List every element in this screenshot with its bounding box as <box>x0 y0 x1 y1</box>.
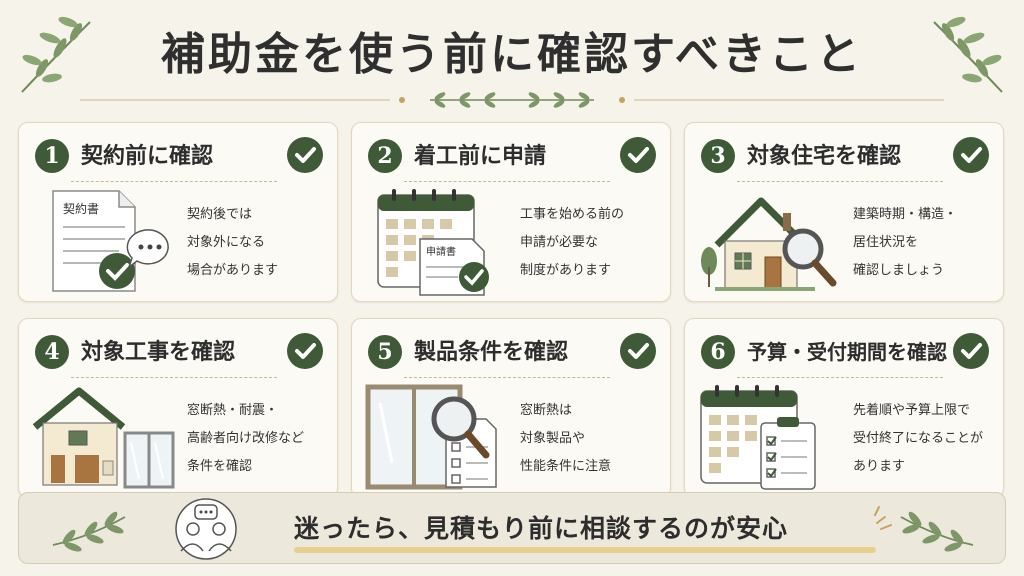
description-line: 受付終了になることが <box>853 431 984 446</box>
card-header: 3 対象住宅を確認 <box>701 137 989 175</box>
card-header: 4 対象工事を確認 <box>35 333 323 371</box>
card-number-badge: 3 <box>701 139 735 173</box>
description-line: 制度があります <box>520 263 612 278</box>
document-label: 契約書 <box>63 201 99 216</box>
sparkle-lines-icon <box>874 506 892 530</box>
card-title: 製品条件を確認 <box>414 339 569 365</box>
card-application: 2 着工前に申請 申請書 工事を始める前の 申請が必要な 制度があります <box>351 122 671 302</box>
card-number-badge: 4 <box>35 335 69 369</box>
leaf-sprig-right-icon <box>900 511 974 552</box>
leaf-sprig-left-icon <box>52 511 126 552</box>
card-target-work: 4 対象工事を確認 窓断熱・耐震・ 高齢者向け改修など 条件を確認 <box>18 318 338 498</box>
leaf-branch-right-icon <box>933 16 1003 93</box>
card-budget-period: 6 予算・受付期間を確認 先着順や予算上限で 受付終了になることが あります <box>684 318 1004 498</box>
description-line: 窓断熱は <box>520 403 573 418</box>
banner-message: 迷ったら、見積もり前に相談するのが安心 <box>294 514 789 543</box>
card-header: 1 契約前に確認 <box>35 137 323 175</box>
description-line: 確認しましょう <box>853 263 945 278</box>
card-contract: 1 契約前に確認 契約書 契約後では 対象外になる 場合があります <box>18 122 338 302</box>
consultation-banner: 迷ったら、見積もり前に相談するのが安心 <box>18 492 1006 564</box>
description-line: 窓断熱・耐震・ <box>187 403 279 418</box>
card-title: 予算・受付期間を確認 <box>747 340 947 364</box>
description-line: 性能条件に注意 <box>520 459 612 474</box>
card-description: 先着順や予算上限で 受付終了になることが あります <box>853 397 1003 481</box>
card-header: 6 予算・受付期間を確認 <box>701 333 989 371</box>
description-line: 先着順や予算上限で <box>853 403 971 418</box>
description-line: 工事を始める前の <box>520 207 625 222</box>
card-header: 5 製品条件を確認 <box>368 333 656 371</box>
check-icon <box>953 333 989 369</box>
description-line: 高齢者向け改修など <box>187 431 305 446</box>
banner-highlight <box>294 547 876 553</box>
description-line: 場合があります <box>187 263 279 278</box>
check-icon <box>287 333 323 369</box>
card-description: 工事を始める前の 申請が必要な 制度があります <box>520 201 670 285</box>
application-form-label: 申請書 <box>426 245 456 258</box>
description-line: 建築時期・構造・ <box>853 207 958 222</box>
house-window-icon <box>32 387 175 489</box>
card-divider <box>404 181 610 182</box>
card-description: 窓断熱・耐震・ 高齢者向け改修など 条件を確認 <box>187 397 337 481</box>
description-line: あります <box>853 459 906 474</box>
card-title: 契約前に確認 <box>81 143 214 169</box>
calendar-application-icon: 申請書 <box>377 189 489 296</box>
card-target-house: 3 対象住宅を確認 建築時期・構造・ 居住状況を 確認しましょう <box>684 122 1004 302</box>
check-icon <box>953 137 989 173</box>
card-divider <box>71 181 277 182</box>
card-number-badge: 2 <box>368 139 402 173</box>
description-line: 条件を確認 <box>187 459 253 474</box>
consultation-people-icon <box>175 498 237 560</box>
page-title: 補助金を使う前に確認すべきこと <box>161 29 863 80</box>
card-title: 対象住宅を確認 <box>747 143 902 169</box>
card-number-badge: 1 <box>35 139 69 173</box>
check-icon <box>620 333 656 369</box>
description-line: 対象製品や <box>520 431 586 446</box>
card-divider <box>737 181 943 182</box>
card-description: 窓断熱は 対象製品や 性能条件に注意 <box>520 397 670 481</box>
description-line: 対象外になる <box>187 235 266 250</box>
card-number-badge: 6 <box>701 335 735 369</box>
check-icon <box>620 137 656 173</box>
check-icon <box>287 137 323 173</box>
card-product-conditions: 5 製品条件を確認 窓断熱は 対象製品や 性能条件に注意 <box>351 318 671 498</box>
description-line: 居住状況を <box>853 235 919 250</box>
window-magnifier-icon <box>365 384 497 490</box>
description-line: 契約後では <box>187 207 253 222</box>
card-header: 2 着工前に申請 <box>368 137 656 175</box>
card-divider <box>71 377 277 378</box>
card-divider <box>404 377 610 378</box>
card-divider <box>737 377 943 378</box>
card-description: 契約後では 対象外になる 場合があります <box>187 201 337 285</box>
leaf-branch-left-icon <box>21 16 91 93</box>
card-title: 対象工事を確認 <box>81 339 236 365</box>
calendar-checklist-icon <box>700 385 816 490</box>
card-description: 建築時期・構造・ 居住状況を 確認しましょう <box>853 201 1003 285</box>
title-divider <box>80 92 944 108</box>
card-title: 着工前に申請 <box>414 143 547 169</box>
house-magnifier-icon <box>701 197 837 291</box>
description-line: 申請が必要な <box>520 235 599 250</box>
contract-document-icon: 契約書 <box>52 190 169 292</box>
card-number-badge: 5 <box>368 335 402 369</box>
